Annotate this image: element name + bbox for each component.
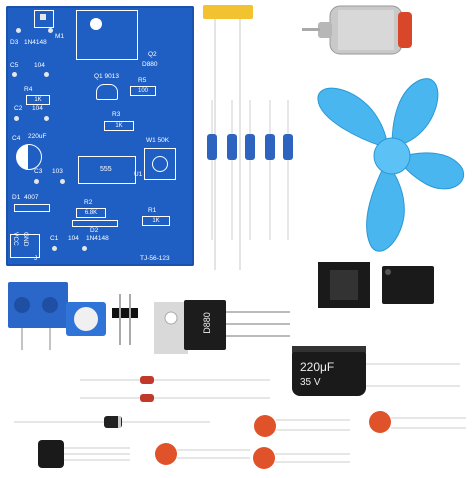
label-r2: R2 (84, 199, 93, 206)
pad (14, 116, 19, 121)
d2-footprint (72, 220, 118, 227)
r5-footprint: 100 (130, 86, 156, 96)
label-q1: Q1 9013 (94, 73, 119, 80)
c4-footprint (16, 144, 42, 170)
pad (34, 179, 39, 184)
w1-circle (152, 156, 168, 172)
pad (60, 179, 65, 184)
label-c5-val: 104 (34, 62, 45, 69)
power-diode (14, 416, 210, 428)
r2-footprint: 6.8K (76, 208, 106, 218)
resistors (207, 100, 293, 240)
dc-motor (302, 5, 412, 55)
label-c2: C2 (14, 105, 23, 112)
label-j: J (34, 255, 38, 262)
label-c4: C4 (12, 135, 21, 142)
label-w1: W1 50K (146, 137, 170, 144)
label-q2-type: D880 (142, 61, 158, 68)
label-u1: U1 (134, 171, 143, 178)
label-d2: D2 (90, 227, 99, 234)
m1-footprint (34, 10, 54, 28)
power-connector-footprint (10, 234, 40, 258)
to220-transistor (154, 300, 290, 354)
resistor-body (283, 134, 293, 160)
resistor-body (227, 134, 237, 160)
label-r5: R5 (138, 77, 147, 84)
r4-footprint: 1K (26, 95, 50, 105)
q2-outline (76, 10, 138, 60)
transistor-marking: D880 (201, 312, 212, 334)
label-c1-val: 104 (68, 235, 79, 242)
label-d2-type: 1N4148 (86, 235, 109, 242)
pad (82, 246, 87, 251)
pad (44, 116, 49, 121)
resistor-body (245, 134, 255, 160)
pad (12, 72, 17, 77)
pin-header (112, 294, 138, 345)
label-r4: R4 (24, 86, 33, 93)
label-q2: Q2 (148, 51, 157, 58)
label-c4-val: 220uF (28, 133, 47, 140)
pad (48, 28, 53, 33)
trim-pot (66, 302, 106, 336)
label-c3: C3 (34, 168, 43, 175)
label-d1-type: 4007 (24, 194, 39, 201)
u1-footprint (78, 156, 136, 184)
pcb-board: D3 1N4148 M1 Q2 D880 C5 104 Q1 9013 R4 1… (6, 6, 194, 266)
label-c5: C5 (10, 62, 19, 69)
mount-hole (90, 18, 102, 30)
label-d1: D1 (12, 194, 21, 201)
capacitor-voltage: 35 V (300, 377, 321, 388)
electrolytic-capacitor (292, 346, 460, 396)
ceramic-capacitors (155, 411, 466, 469)
r1-footprint: 1K (142, 216, 170, 226)
signal-diodes (80, 376, 270, 402)
r3-footprint: 1K (104, 121, 134, 131)
board-code: TJ-56-123 (140, 255, 170, 262)
q1-outline (96, 84, 118, 100)
ic-socket (318, 262, 370, 308)
to92-transistor (38, 440, 130, 468)
label-m1: M1 (55, 33, 65, 40)
555-chip (382, 266, 434, 304)
label-c3-val: 103 (52, 168, 63, 175)
pad (40, 14, 46, 20)
label-r1: R1 (148, 207, 157, 214)
screw-terminal (8, 282, 68, 350)
label-r3: R3 (112, 111, 121, 118)
d1-footprint (14, 204, 50, 212)
pad (16, 28, 21, 33)
resistor-body (265, 134, 275, 160)
fan-propeller (317, 78, 465, 252)
label-c1: C1 (50, 235, 59, 242)
pad (52, 246, 57, 251)
label-d3: D3 (10, 39, 19, 46)
pad (44, 72, 49, 77)
label-c2-val: 104 (32, 105, 43, 112)
capacitor-value: 220μF (300, 360, 335, 374)
resistor-body (207, 134, 217, 160)
w1-footprint (144, 148, 176, 180)
label-ic: 555 (100, 166, 112, 173)
label-d3-type: 1N4148 (24, 39, 47, 46)
